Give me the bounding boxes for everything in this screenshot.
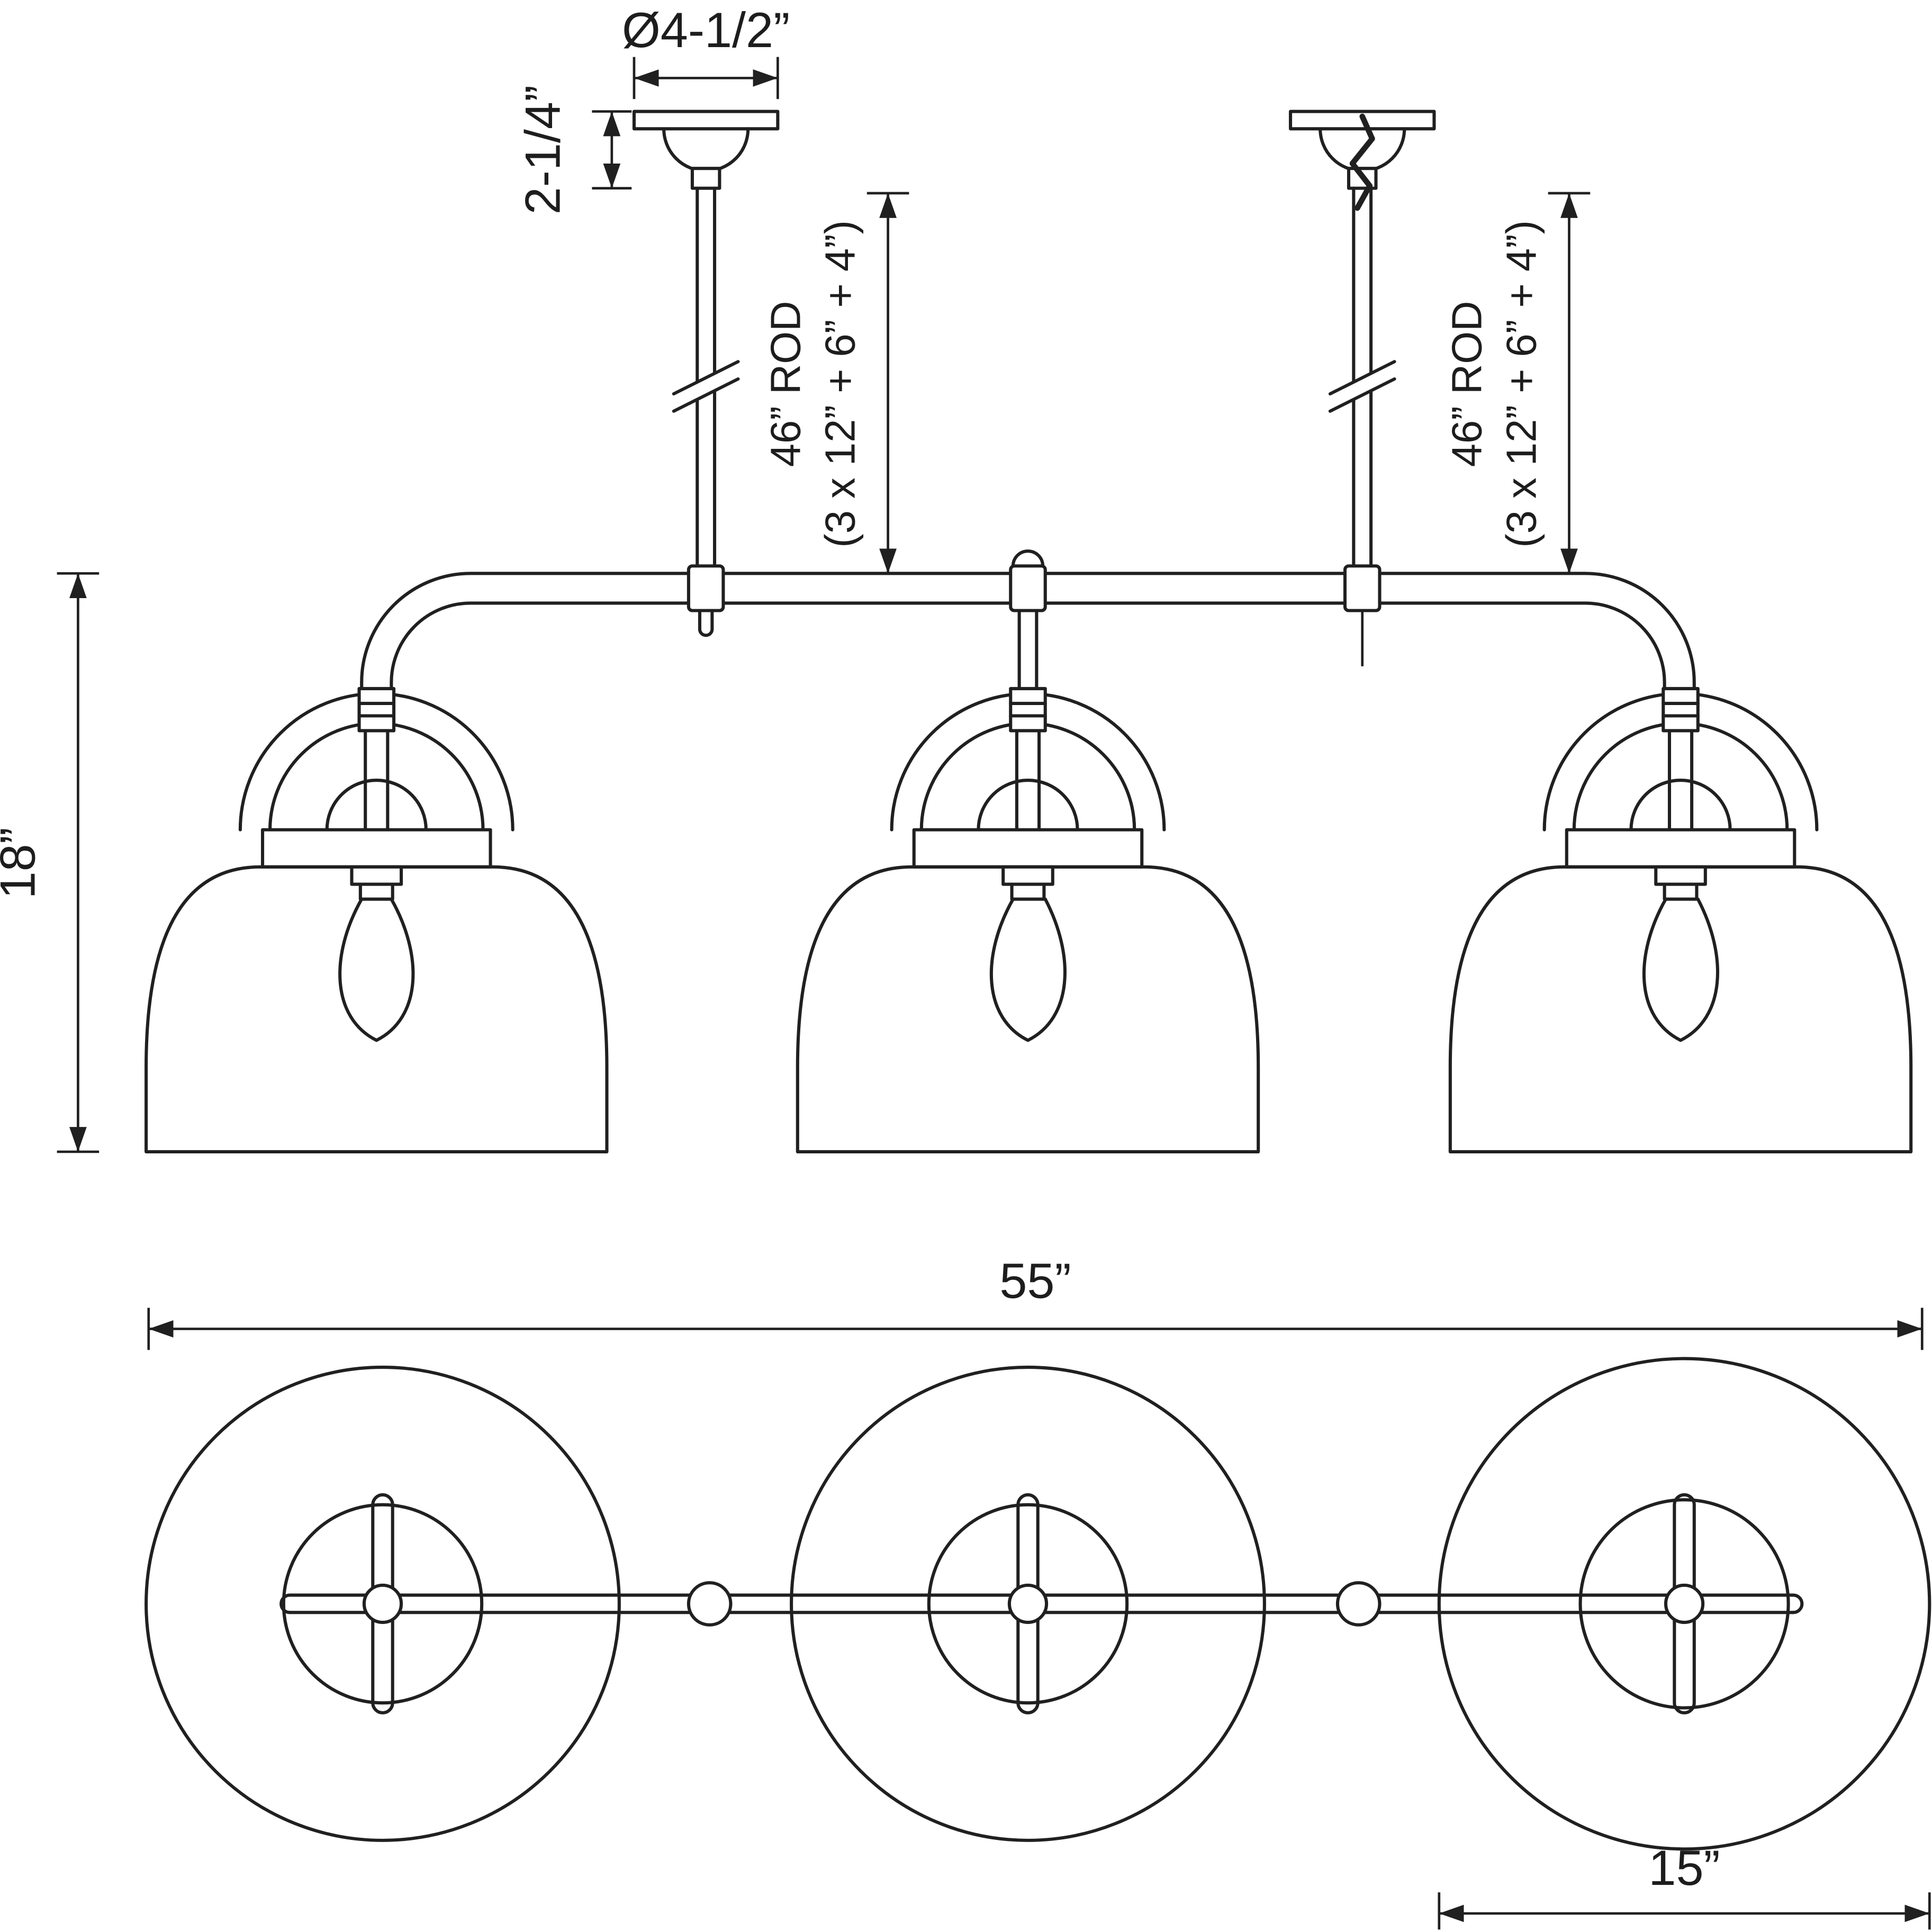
rod-break-mark [1328, 360, 1396, 396]
joint-stub [698, 609, 714, 637]
shade-right [1448, 687, 1913, 1154]
socket-neck [358, 882, 394, 901]
rod-break-mark [672, 360, 740, 396]
dim-canopy-diameter: Ø4-1/2” [622, 2, 790, 100]
joint-collar [1009, 564, 1047, 612]
shade-band [912, 828, 1144, 869]
joint-collar [687, 564, 725, 612]
plan-view: 55” 15” [145, 1253, 1931, 1930]
yoke-inner-arch [919, 721, 1136, 832]
yoke-hub [1009, 687, 1047, 733]
stem-arch [1629, 779, 1732, 832]
socket [1001, 865, 1054, 886]
yoke-hub [1662, 687, 1700, 733]
shade-left [145, 687, 609, 1154]
stem-arch [325, 779, 428, 832]
plan-hub-right [1578, 1498, 1790, 1710]
dim-label-rod-left-2: (3 x 12” + 6” + 4”) [816, 220, 863, 548]
rod-break-mark [672, 377, 740, 413]
dim-overall-width: 55” [147, 1253, 1924, 1350]
dim-label-canopy-height: 2-1/4” [515, 85, 571, 214]
rod-coupler [1335, 1581, 1382, 1627]
dim-label-rod-left-1: 46” ROD [762, 301, 809, 467]
yoke-inner-arch [268, 721, 485, 832]
elevation-view: Ø4-1/2” 2-1/4” 46” ROD (3 x 12” + 6” + 4… [0, 2, 1913, 1154]
shade-band [260, 828, 492, 869]
rod-end-cap [1791, 1593, 1804, 1614]
rod-break-mark [1328, 377, 1396, 413]
canopy-plate [632, 110, 780, 131]
socket-neck [1010, 882, 1046, 901]
crossbar [360, 549, 1696, 696]
plan-shade-center [790, 1366, 1266, 1842]
bulb-icon [1642, 897, 1720, 1042]
bulb-icon [338, 897, 415, 1042]
plan-shade-right [1437, 1357, 1931, 1851]
yoke-hub [357, 687, 396, 733]
shade-band [1565, 828, 1796, 869]
canopy-dome [662, 127, 750, 173]
shade-dome [145, 865, 609, 1154]
rod-right [1328, 186, 1396, 575]
rod-end-cap [279, 1593, 292, 1614]
canopy-plate [1288, 110, 1436, 131]
joint-collar [1343, 564, 1382, 612]
socket [350, 865, 403, 886]
dim-label-canopy-diameter: Ø4-1/2” [622, 2, 790, 58]
canopy-right [1288, 110, 1436, 211]
dim-canopy-height: 2-1/4” [515, 85, 632, 214]
socket-neck [1663, 882, 1699, 901]
rod-coupler [687, 1581, 733, 1627]
shade-center [796, 687, 1260, 1154]
canopy-neck [690, 167, 721, 190]
stem-arch [977, 779, 1079, 832]
plan-hub-left [282, 1503, 484, 1705]
dim-label-overall-width: 55” [999, 1253, 1071, 1308]
dim-fixture-height: 18” [0, 572, 100, 1153]
plan-center-right [1664, 1583, 1705, 1624]
plan-center-left [362, 1583, 403, 1624]
dim-rod-right: 46” ROD (3 x 12” + 6” + 4”) [1443, 192, 1591, 575]
dim-shade-diameter: 15” [1438, 1840, 1931, 1930]
center-cap [1011, 549, 1045, 568]
yoke-inner-arch [1572, 721, 1789, 832]
dim-label-rod-right-2: (3 x 12” + 6” + 4”) [1497, 220, 1545, 548]
plan-shade-left [145, 1366, 621, 1842]
plan-center-center [1007, 1583, 1049, 1624]
dim-label-fixture-height: 18” [0, 827, 46, 899]
dim-label-rod-right-1: 46” ROD [1443, 301, 1490, 467]
dim-rod-left: 46” ROD (3 x 12” + 6” + 4”) [762, 192, 909, 575]
crossbar-inner [390, 601, 1666, 696]
rod-left [672, 186, 740, 575]
canopy-left [632, 110, 780, 190]
cord-wire [1349, 113, 1375, 211]
bulb-icon [989, 897, 1067, 1042]
shade-dome [1448, 865, 1913, 1154]
dim-label-shade-diameter: 15” [1648, 1840, 1720, 1895]
plan-hub-center [927, 1503, 1129, 1705]
socket [1654, 865, 1707, 886]
shade-dome [796, 865, 1260, 1154]
